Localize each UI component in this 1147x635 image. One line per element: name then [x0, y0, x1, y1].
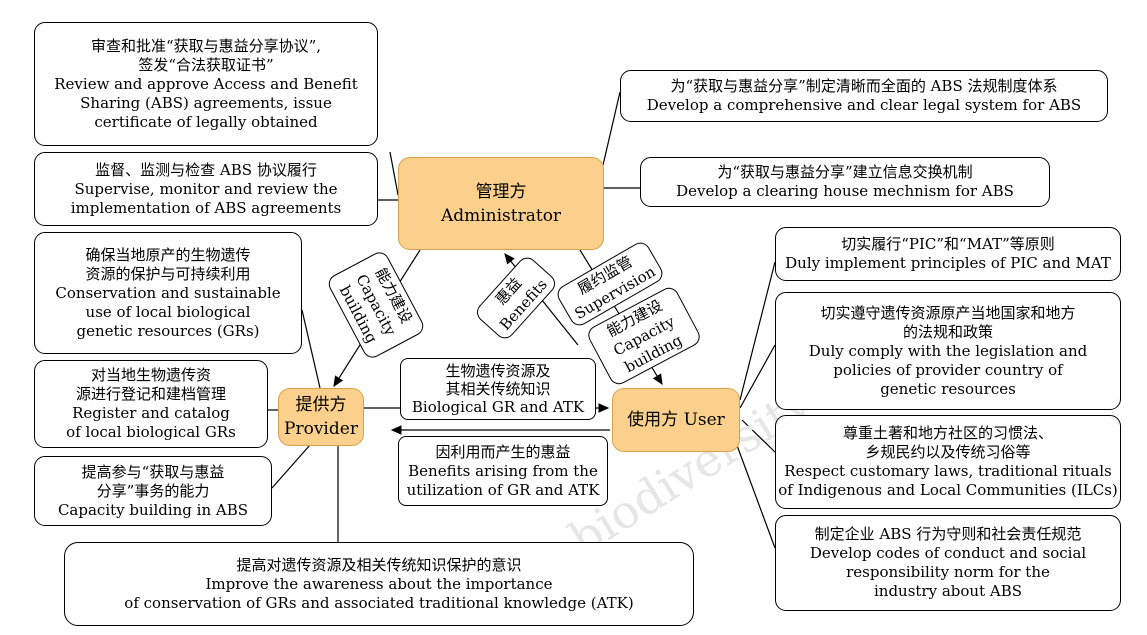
provider-node: 提供方 Provider	[278, 388, 364, 446]
user-task-pic-mat: 切实履行“PIC”和“MAT”等原则 Duly implement princi…	[775, 227, 1121, 281]
flow-benefits-arising: 因利用而产生的惠益 Benefits arising from the util…	[398, 436, 608, 506]
provider-task-capacity: 提高参与“获取与惠益 分享”事务的能力 Capacity building in…	[34, 456, 272, 526]
provider-task-conservation: 确保当地原产的生物遗传 资源的保护与可持续利用 Conservation and…	[34, 232, 302, 354]
admin-task-review-approve: 审查和批准“获取与惠益分享协议”, 签发“合法获取证书” Review and …	[34, 22, 378, 146]
provider-task-register: 对当地生物遗传资 源进行登记和建档管理 Register and catalog…	[34, 360, 268, 448]
administrator-node: 管理方 Administrator	[398, 157, 604, 250]
admin-task-legal-system: 为“获取与惠益分享”制定清晰而全面的 ABS 法规制度体系 Develop a …	[620, 70, 1108, 122]
user-node: 使用方 User	[612, 388, 740, 452]
user-task-respect-customary-laws: 尊重土著和地方社区的习惯法、 乡规民约以及传统习俗等 Respect custo…	[775, 415, 1121, 509]
admin-task-clearing-house: 为“获取与惠益分享”建立信息交换机制 Develop a clearing ho…	[640, 157, 1050, 207]
flow-gr-atk: 生物遗传资源及 其相关传统知识 Biological GR and ATK	[400, 358, 596, 420]
provider-task-awareness: 提高对遗传资源及相关传统知识保护的意识 Improve the awarenes…	[64, 542, 694, 626]
user-task-codes-of-conduct: 制定企业 ABS 行为守则和社会责任规范 Develop codes of co…	[775, 515, 1121, 611]
user-task-comply-legislation: 切实遵守遗传资源原产当地国家和地方 的法规和政策 Duly comply wit…	[775, 292, 1121, 410]
admin-task-supervise: 监督、监测与检查 ABS 协议履行 Supervise, monitor and…	[34, 152, 378, 226]
